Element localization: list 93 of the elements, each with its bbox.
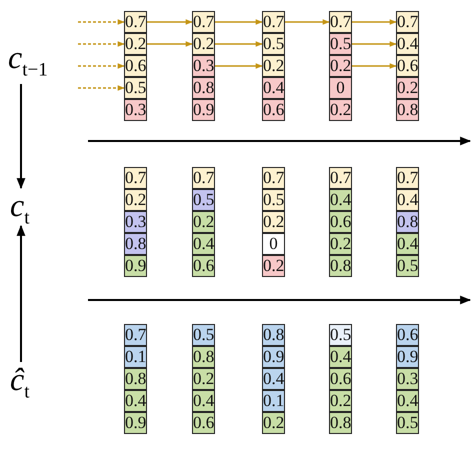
value-cell: 0.8: [262, 324, 285, 346]
value-cell: 0.2: [262, 55, 285, 77]
arrow: [352, 41, 397, 47]
value-cell: 0.6: [329, 368, 352, 390]
value-cell: 0.7: [192, 167, 215, 189]
value-cell: 0.7: [396, 167, 419, 189]
value-cell: 0.3: [396, 368, 419, 390]
value-cell: 0.6: [396, 55, 419, 77]
value-cell: 0.6: [329, 211, 352, 233]
value-cell: 0.6: [262, 99, 285, 121]
value-cell: 0.6: [124, 55, 147, 77]
arrow: [78, 19, 125, 25]
value-cell: 0.2: [329, 99, 352, 121]
value-cell: 0.3: [192, 55, 215, 77]
value-cell: 0.8: [396, 99, 419, 121]
value-cell: 0.8: [396, 211, 419, 233]
value-cell: 0.8: [192, 346, 215, 368]
value-cell: 0.7: [396, 11, 419, 33]
value-cell: 0.2: [396, 77, 419, 99]
value-cell: 0.7: [262, 167, 285, 189]
value-cell: 0.4: [396, 189, 419, 211]
value-cell: 0.6: [192, 255, 215, 277]
variable-label: ĉ$_{t}$: [10, 362, 30, 410]
value-cell: 0.9: [124, 412, 147, 434]
value-cell: 0.5: [262, 33, 285, 55]
value-cell: 0.1: [262, 390, 285, 412]
value-cell: 0.3: [124, 211, 147, 233]
value-cell: 0.5: [124, 77, 147, 99]
value-cell: 0.7: [329, 167, 352, 189]
value-cell: 0.8: [329, 255, 352, 277]
value-cell: 0.2: [124, 33, 147, 55]
value-cell: 0.2: [329, 55, 352, 77]
value-cell: 0.5: [262, 189, 285, 211]
value-cell: 0.9: [396, 346, 419, 368]
value-cell: 0.5: [396, 255, 419, 277]
arrow: [16, 224, 26, 362]
arrow: [78, 41, 125, 47]
value-cell: 0.7: [329, 11, 352, 33]
value-cell: 0.7: [124, 11, 147, 33]
value-cell: 0.9: [124, 255, 147, 277]
variable-label: c$_{t−1}$: [8, 40, 48, 88]
value-cell: 0.8: [192, 77, 215, 99]
value-cell: 0.5: [396, 412, 419, 434]
value-cell: 0.8: [329, 412, 352, 434]
value-cell: 0.2: [329, 390, 352, 412]
arrow: [352, 19, 397, 25]
value-cell: 0.2: [192, 33, 215, 55]
value-cell: 0.4: [329, 346, 352, 368]
value-cell: 0.2: [192, 211, 215, 233]
value-cell: 0: [262, 233, 285, 255]
value-cell: 0.9: [262, 346, 285, 368]
value-cell: 0.2: [329, 233, 352, 255]
value-cell: 0.5: [192, 189, 215, 211]
arrow: [352, 63, 397, 69]
value-cell: 0: [329, 77, 352, 99]
value-cell: 0.7: [124, 167, 147, 189]
value-cell: 0.4: [329, 189, 352, 211]
value-cell: 0.2: [262, 412, 285, 434]
value-cell: 0.7: [192, 11, 215, 33]
value-cell: 0.2: [124, 189, 147, 211]
value-cell: 0.1: [124, 346, 147, 368]
value-cell: 0.4: [262, 77, 285, 99]
value-cell: 0.2: [262, 255, 285, 277]
value-cell: 0.4: [396, 390, 419, 412]
value-cell: 0.4: [192, 233, 215, 255]
value-cell: 0.2: [262, 211, 285, 233]
value-cell: 0.4: [396, 33, 419, 55]
value-cell: 0.5: [329, 324, 352, 346]
value-cell: 0.6: [192, 412, 215, 434]
value-cell: 0.8: [124, 368, 147, 390]
value-cell: 0.9: [192, 99, 215, 121]
variable-label: c$_{t}$: [10, 188, 30, 236]
arrow: [215, 19, 263, 25]
value-cell: 0.7: [124, 324, 147, 346]
arrow: [147, 41, 193, 47]
value-cell: 0.2: [192, 368, 215, 390]
value-cell: 0.4: [192, 390, 215, 412]
value-cell: 0.8: [124, 233, 147, 255]
value-cell: 0.6: [396, 324, 419, 346]
arrow: [147, 19, 193, 25]
arrow: [78, 85, 125, 91]
arrow: [215, 63, 263, 69]
arrow: [215, 41, 263, 47]
value-cell: 0.7: [262, 11, 285, 33]
arrow: [285, 19, 330, 25]
value-cell: 0.3: [124, 99, 147, 121]
value-cell: 0.5: [192, 324, 215, 346]
value-cell: 0.4: [262, 368, 285, 390]
value-cell: 0.4: [124, 390, 147, 412]
value-cell: 0.5: [329, 33, 352, 55]
value-cell: 0.4: [396, 233, 419, 255]
arrow: [16, 84, 26, 190]
arrow: [78, 63, 125, 69]
